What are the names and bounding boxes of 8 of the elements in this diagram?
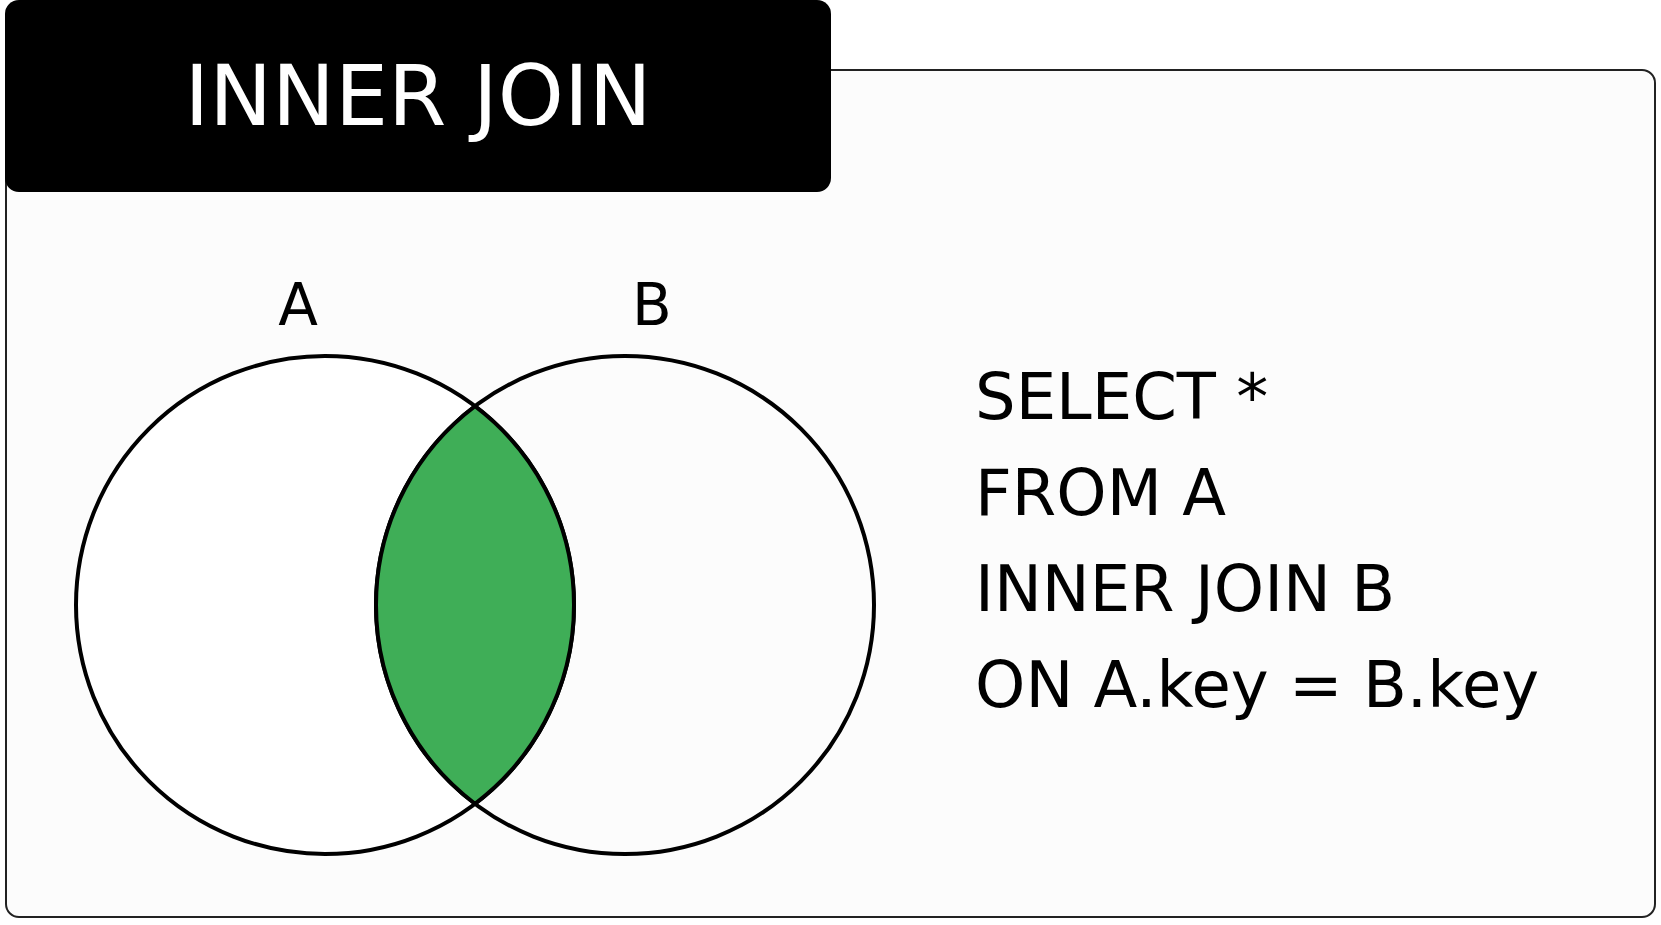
set-label: B xyxy=(631,270,673,341)
intersection-region xyxy=(374,404,576,806)
title-banner: INNER JOIN xyxy=(5,0,831,192)
sql-code-line: INNER JOIN B xyxy=(975,551,1396,628)
set-label: A xyxy=(277,270,319,341)
sql-code-line: FROM A xyxy=(975,455,1226,532)
sql-code-line: ON A.key = B.key xyxy=(975,647,1540,724)
sql-code-line: SELECT * xyxy=(975,359,1269,436)
